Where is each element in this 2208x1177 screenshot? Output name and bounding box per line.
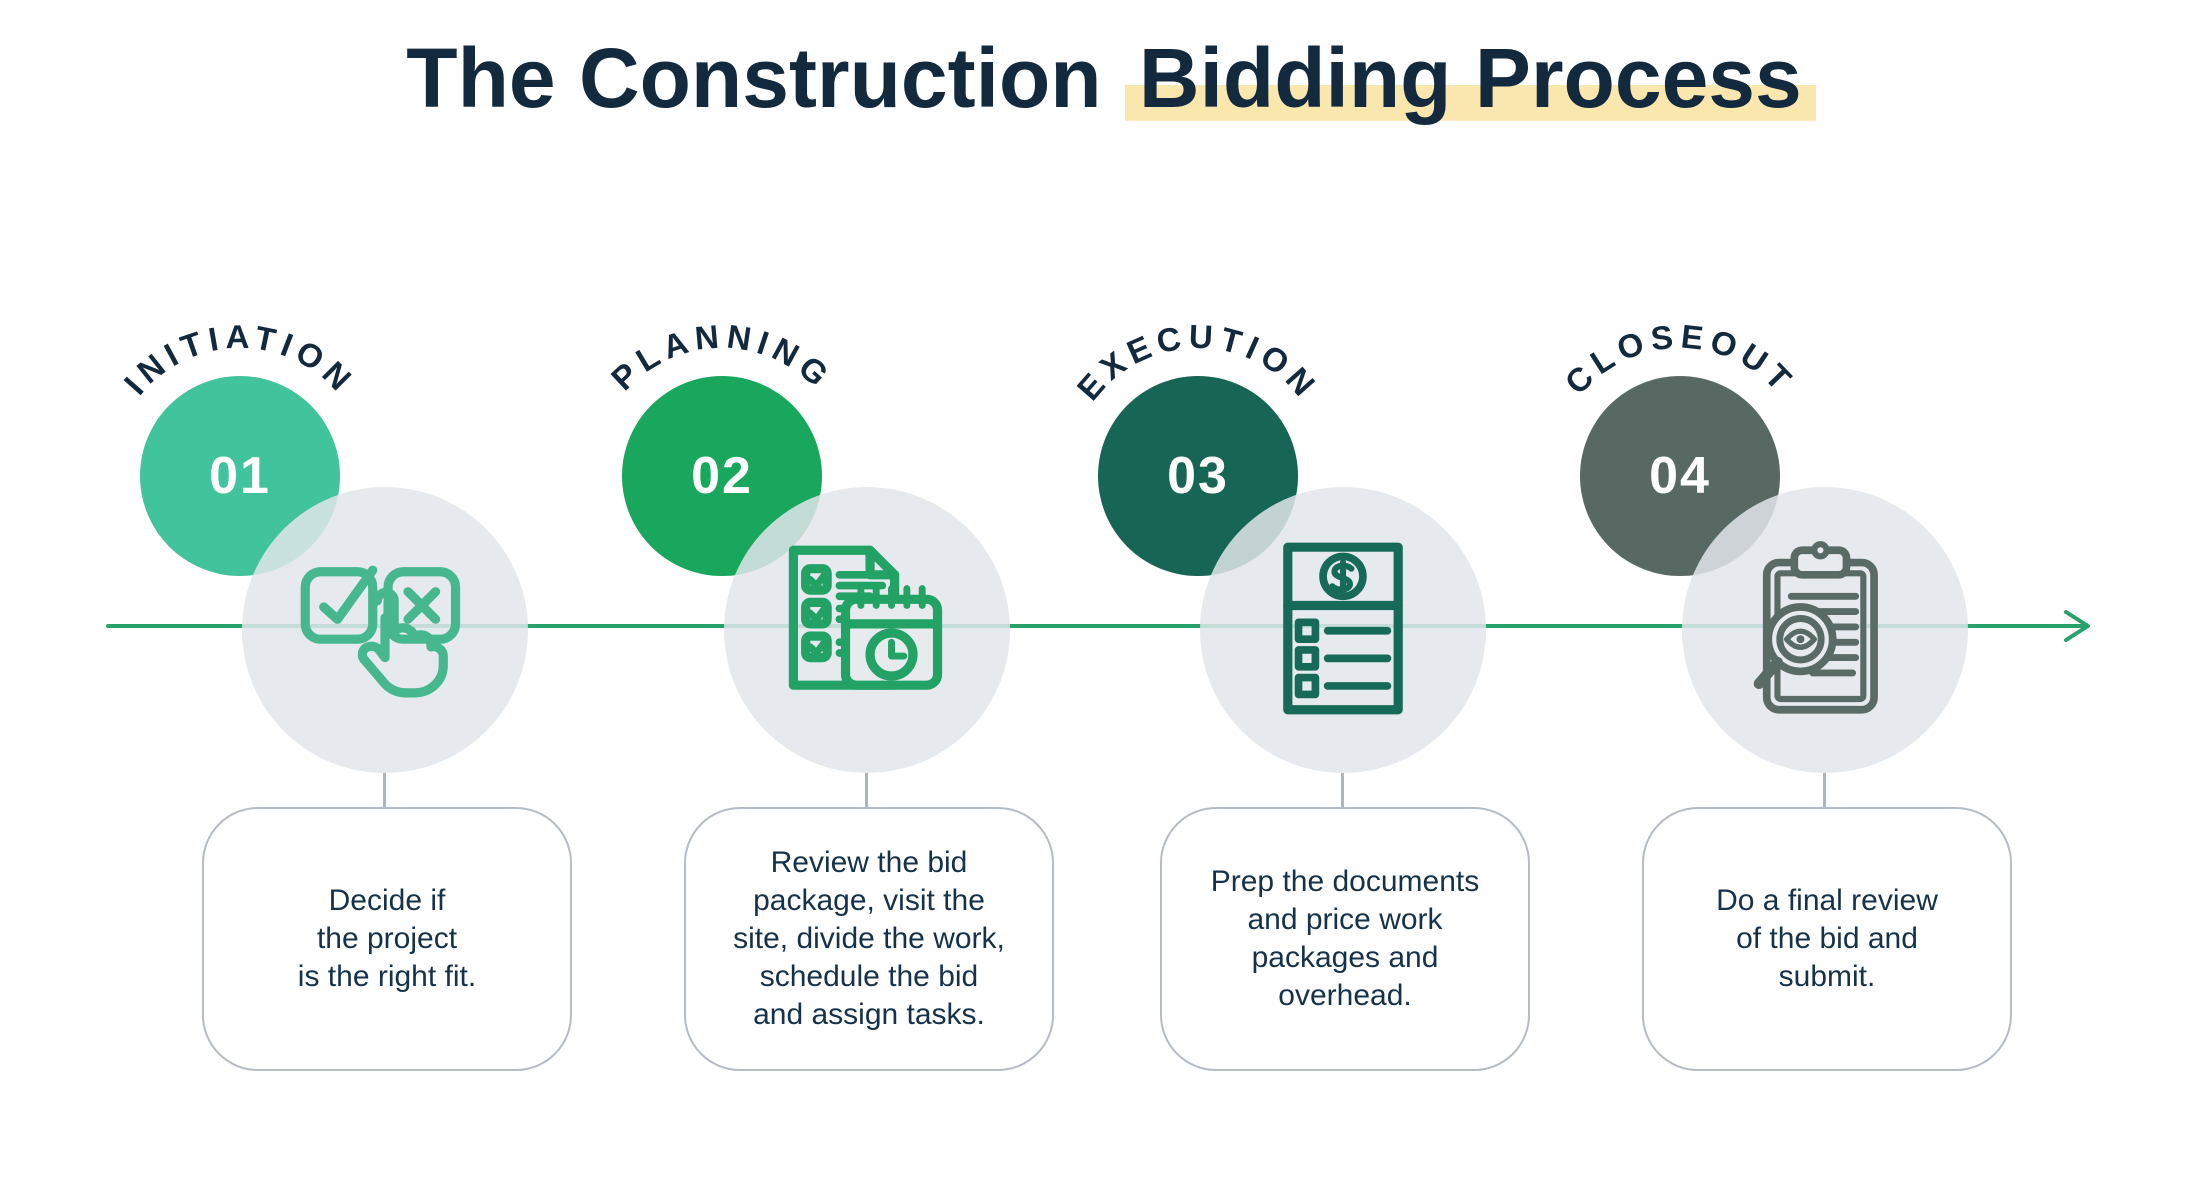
step-description: Prep the documents and price work packag… — [1210, 865, 1480, 1012]
step-number: 02 — [691, 447, 753, 505]
title-highlighted-text: Bidding Process — [1124, 31, 1816, 125]
step-number: 03 — [1167, 447, 1229, 505]
title-plain-text: The Construction — [406, 31, 1125, 125]
step-description-card: Do a final review of the bid and submit. — [1642, 807, 2012, 1071]
step-icon-circle — [724, 487, 1010, 773]
arrow-head-icon — [2064, 610, 2090, 642]
step-description-card: Decide if the project is the right fit. — [202, 807, 572, 1071]
connector-line — [1823, 773, 1826, 809]
step-planning: PLANNING 02 Review the bid package, visi… — [482, 296, 1054, 1086]
clipboard-review-icon — [1753, 541, 1878, 714]
step-description-card: Prep the documents and price work packag… — [1160, 807, 1530, 1071]
priced-work-package-icon — [1283, 542, 1403, 715]
step-number: 04 — [1649, 447, 1711, 505]
step-description: Decide if the project is the right fit. — [297, 884, 477, 993]
step-closeout: CLOSEOUT 04 Do a final review of the bid… — [1440, 296, 2012, 1086]
approve-reject-choice-icon — [300, 565, 461, 698]
checklist-calendar-icon — [788, 545, 943, 690]
step-icon-circle — [1200, 487, 1486, 773]
step-description: Review the bid package, visit the site, … — [733, 846, 1005, 1031]
connector-line — [383, 773, 386, 809]
step-icon-circle — [242, 487, 528, 773]
step-icon-circle — [1682, 487, 1968, 773]
connector-line — [1341, 773, 1344, 809]
page-title: The Construction Bidding Process — [0, 30, 2208, 127]
step-description: Do a final review of the bid and submit. — [1716, 884, 1938, 993]
step-execution: EXECUTION 03 Prep the documents and pric… — [958, 296, 1530, 1086]
step-description-card: Review the bid package, visit the site, … — [684, 807, 1054, 1071]
page-title-text: The Construction Bidding Process — [0, 30, 2208, 127]
step-number: 01 — [209, 447, 271, 505]
step-initiation: INITIATION 01 Decide if the project is t… — [0, 296, 572, 1086]
connector-line — [865, 773, 868, 809]
